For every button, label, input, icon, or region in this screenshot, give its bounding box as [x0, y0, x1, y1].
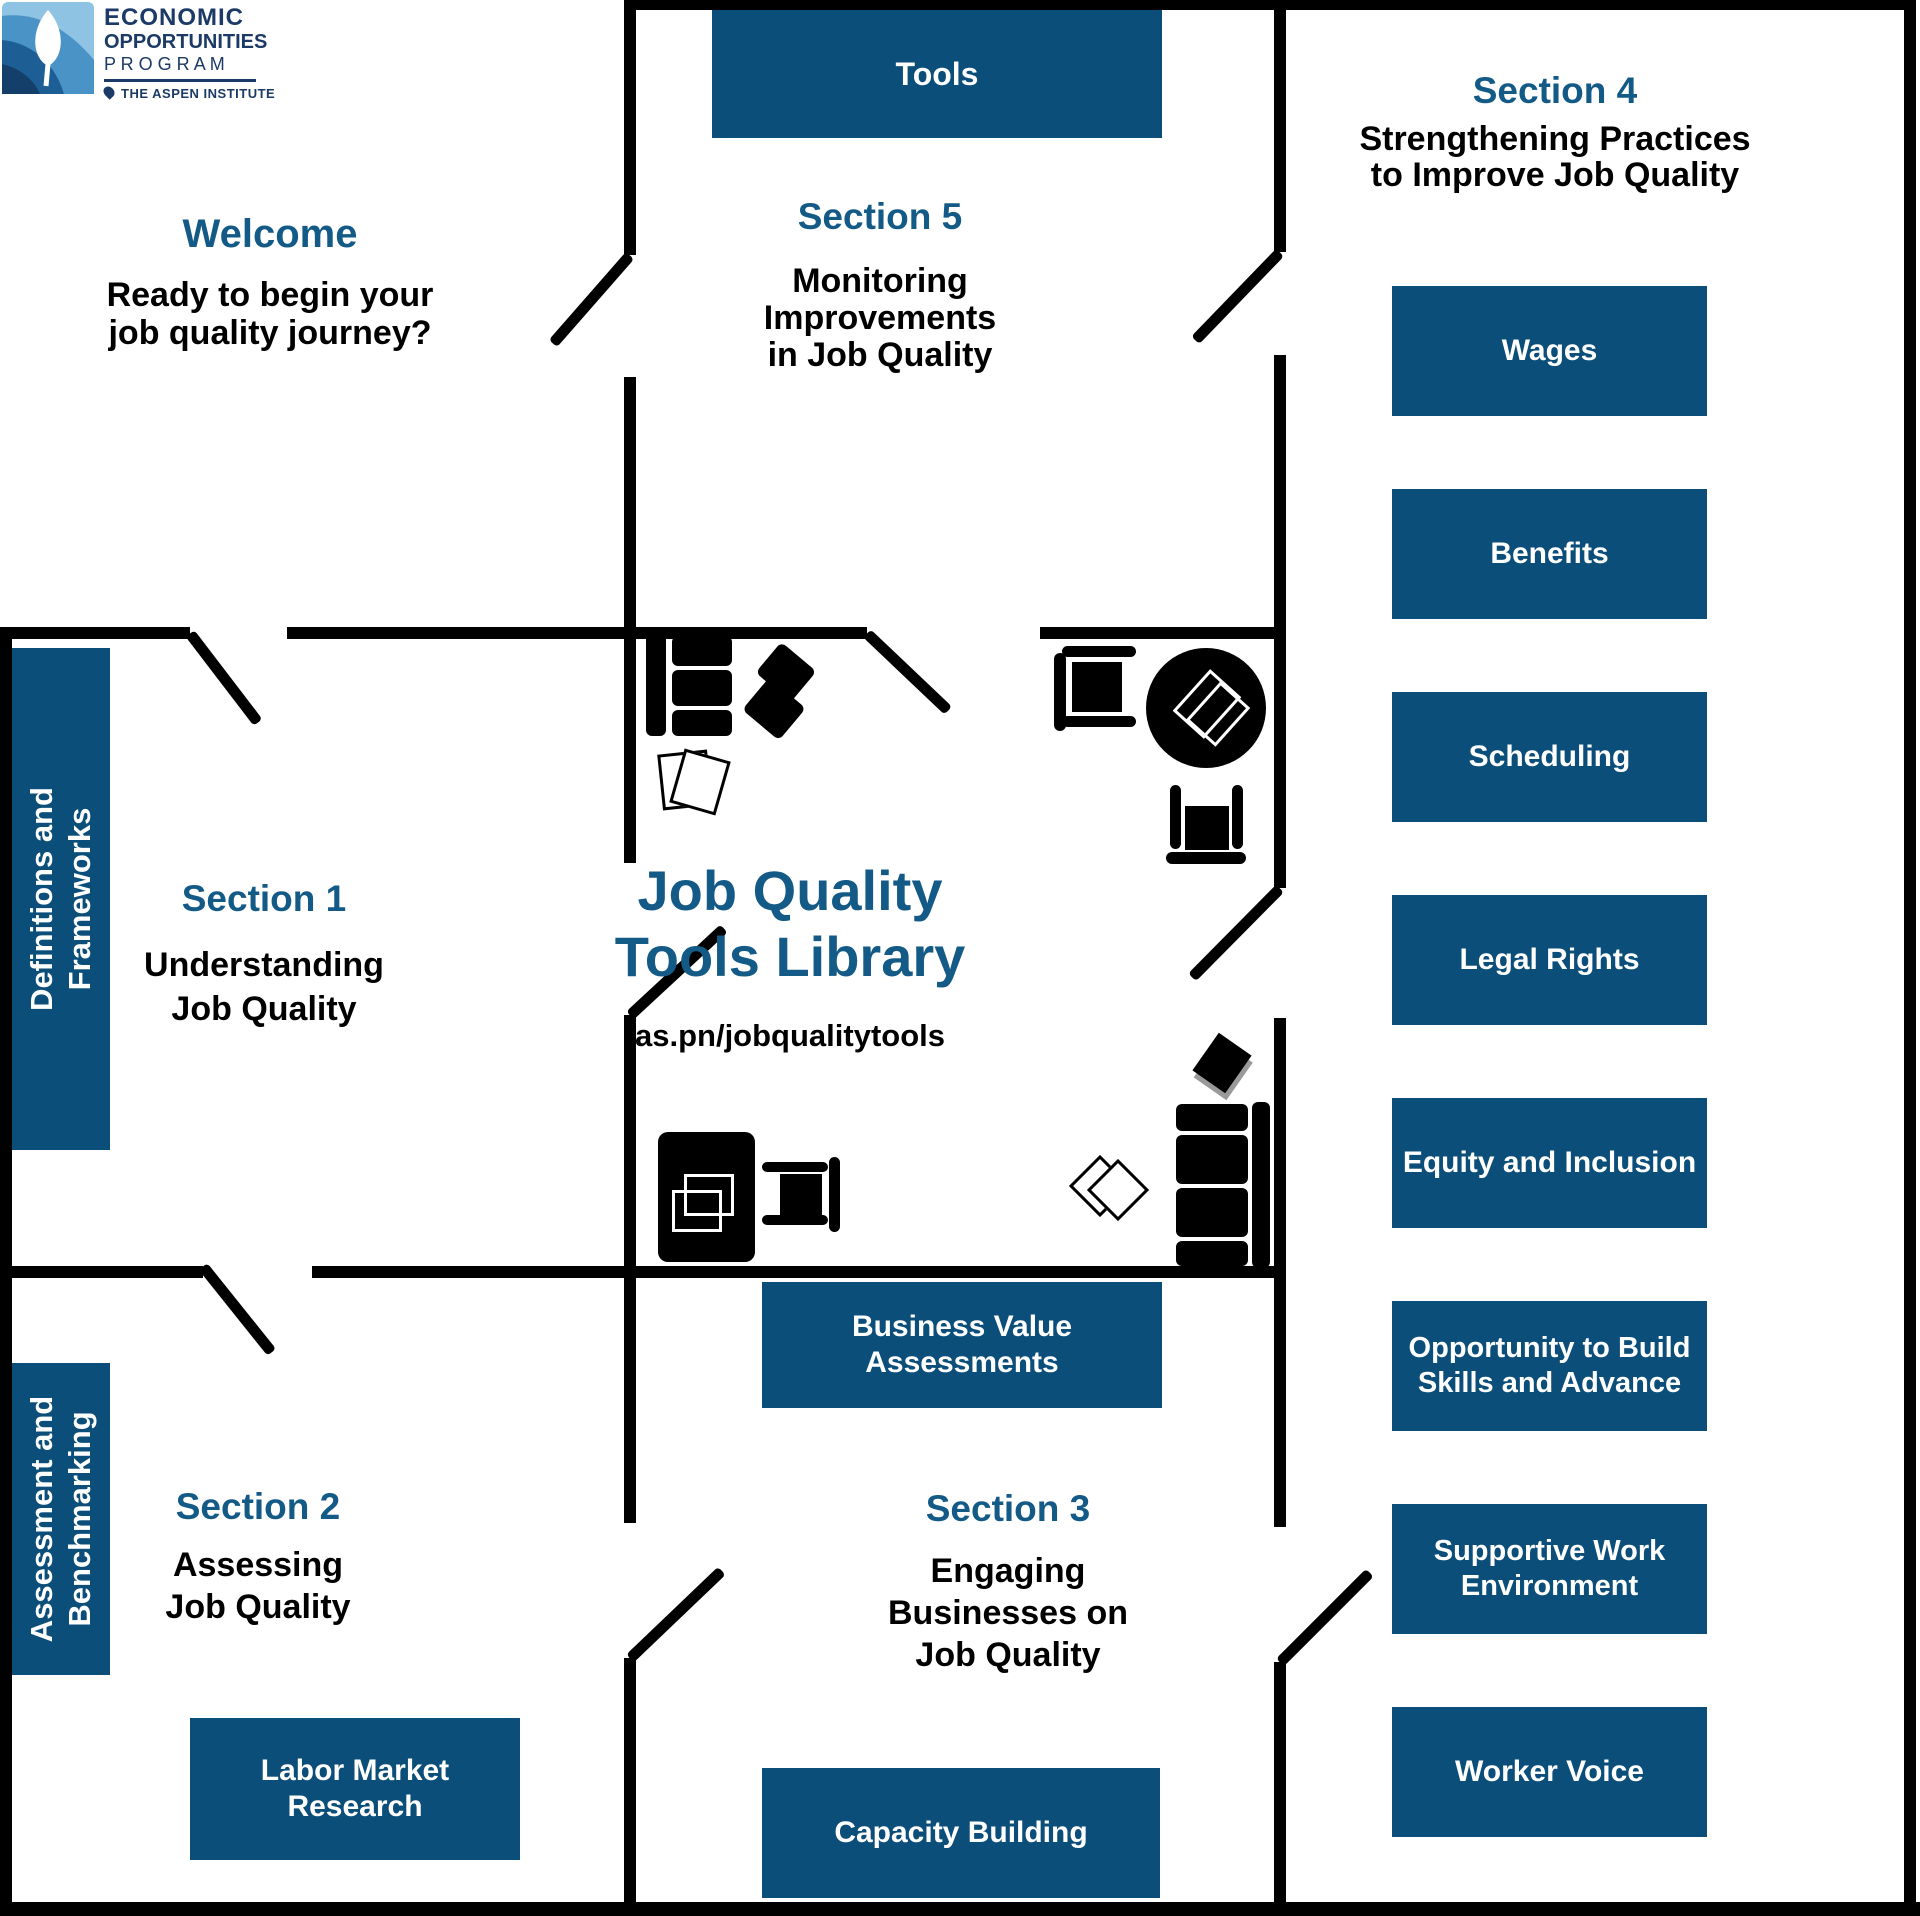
section3-title: Section 3 [925, 1488, 1091, 1529]
wall-center-left-a [624, 0, 636, 255]
wall-mid-h-c [1040, 627, 1286, 639]
eop-logo: ECONOMIC OPPORTUNITIES P R O G R A M THE… [0, 0, 275, 110]
door-tools-right [1191, 248, 1284, 345]
door-section2-top [198, 1263, 277, 1356]
section2-line1: Assessing [172, 1546, 344, 1584]
eop-logo-icon [2, 2, 94, 99]
business-value-button[interactable]: Business Value Assessments [762, 1282, 1162, 1408]
section2-line2: Job Quality [165, 1588, 351, 1626]
welcome-line2: job quality journey? [108, 314, 432, 352]
opportunity-button[interactable]: Opportunity to Build Skills and Advance [1392, 1301, 1707, 1431]
section1-title: Section 1 [181, 878, 347, 919]
capacity-building-button[interactable]: Capacity Building [762, 1768, 1160, 1898]
library-title-line1: Job Quality [637, 859, 943, 922]
wall-center-right-c [1274, 1018, 1286, 1527]
wages-button[interactable]: Wages [1392, 286, 1707, 416]
wall-low-h-a [0, 1266, 203, 1278]
door-library-top [863, 629, 953, 715]
benefits-button[interactable]: Benefits [1392, 489, 1707, 619]
welcome-title: Welcome [182, 212, 358, 256]
logo-rule [104, 79, 256, 82]
welcome-line1: Ready to begin your [106, 276, 434, 314]
wall-center-right-a [1274, 0, 1286, 252]
scheduling-button[interactable]: Scheduling [1392, 692, 1707, 822]
wall-center-right-b [1274, 355, 1286, 888]
door-section1-top [185, 630, 263, 726]
library-url: as.pn/jobqualitytools [634, 1018, 946, 1053]
wall-mid-h-b [287, 627, 867, 639]
section4-line2: to Improve Job Quality [1370, 156, 1740, 194]
wall-center-right-d [1274, 1662, 1286, 1908]
door-tools-left [548, 251, 635, 348]
wall-center-left-d [624, 1658, 636, 1908]
logo-line-program: P R O G R A M [104, 54, 225, 74]
wall-top [624, 0, 1916, 10]
door-section3-left [626, 1566, 726, 1663]
definitions-frameworks-button[interactable]: Definitions and Frameworks [12, 648, 110, 1150]
wall-center-left-c [624, 1015, 636, 1523]
wall-right [1904, 0, 1916, 1916]
worker-voice-button[interactable]: Worker Voice [1392, 1707, 1707, 1837]
tools-button[interactable]: Tools [712, 10, 1162, 138]
logo-line-economic: ECONOMIC [104, 4, 244, 31]
wall-low-h-b [312, 1266, 1286, 1278]
section2-title: Section 2 [175, 1486, 341, 1527]
logo-tagline: THE ASPEN INSTITUTE [101, 84, 275, 101]
labor-market-research-button[interactable]: Labor Market Research [190, 1718, 520, 1860]
library-title-line2: Tools Library [614, 925, 966, 988]
door-library-right [1188, 884, 1284, 982]
equity-inclusion-button[interactable]: Equity and Inclusion [1392, 1098, 1707, 1228]
section5-title: Section 5 [797, 196, 963, 237]
wall-center-left-b [624, 377, 636, 863]
section3-line2: Businesses on [888, 1594, 1128, 1632]
assessment-benchmarking-button[interactable]: Assessment and Benchmarking [12, 1363, 110, 1675]
wall-mid-h-a [0, 627, 190, 639]
section1-line1: Understanding [144, 946, 384, 984]
section5-line3: in Job Quality [767, 336, 993, 374]
section5-line2: Improvements [763, 299, 997, 337]
section4-title: Section 4 [1472, 70, 1638, 111]
section3-line3: Job Quality [915, 1636, 1101, 1674]
section5-line1: Monitoring [792, 262, 968, 300]
aspen-leaf-icon [101, 84, 117, 100]
wall-bottom [0, 1902, 1920, 1916]
section3-line1: Engaging [930, 1552, 1086, 1590]
supportive-environment-button[interactable]: Supportive Work Environment [1392, 1504, 1707, 1634]
section4-line1: Strengthening Practices [1359, 120, 1751, 158]
section1-line2: Job Quality [171, 990, 357, 1028]
legal-rights-button[interactable]: Legal Rights [1392, 895, 1707, 1025]
door-section4-bottom [1276, 1568, 1374, 1667]
logo-line-opportunities: OPPORTUNITIES [104, 31, 268, 53]
